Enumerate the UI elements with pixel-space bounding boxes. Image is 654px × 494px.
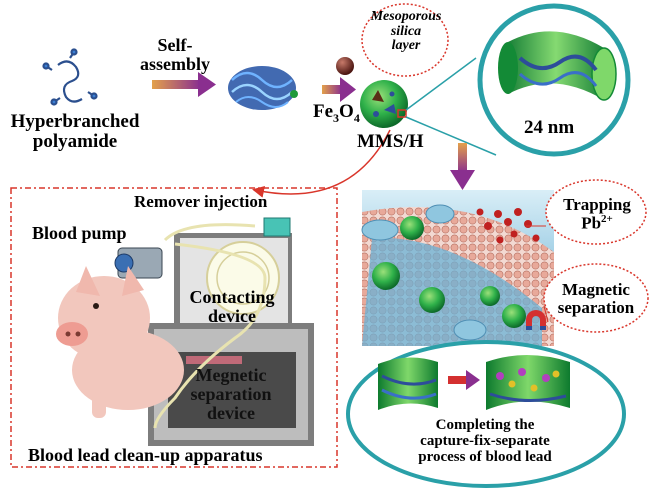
pig-icon xyxy=(56,266,184,418)
contacting-device-label: Contacting device xyxy=(176,288,288,326)
to-apparatus-arrow xyxy=(252,129,391,198)
down-arrow-icon xyxy=(450,143,475,190)
completing-line1: Completing the xyxy=(435,417,535,433)
mms-h-label: MMS/H xyxy=(357,131,424,152)
mesoporous-label: Mesoporous silica layer xyxy=(368,9,444,54)
size-label: 24 nm xyxy=(524,117,575,138)
self-assembly-label: Self- assembly xyxy=(140,36,210,74)
trapping-callout xyxy=(545,179,647,245)
contacting-device-box xyxy=(174,233,292,331)
fe3o4-o: O xyxy=(339,101,354,122)
fe3o4-sub1: 3 xyxy=(333,110,340,125)
mesoporous-line3: layer xyxy=(391,38,421,54)
blood-pump-icon xyxy=(114,247,163,279)
fe3o4-label: Fe3O4 xyxy=(313,101,360,125)
fe3o4-nanoparticle-icon xyxy=(336,57,354,75)
mesoporous-tube-icon xyxy=(498,31,617,101)
mesoporous-line1: Mesoporous xyxy=(370,9,442,24)
magnetic-sep-line2: separation xyxy=(557,297,635,317)
self-assembly-line2: assembly xyxy=(140,53,211,74)
trapping-line1: Trapping xyxy=(563,195,631,214)
magnetic-device-line1: Megnetic xyxy=(195,365,267,385)
fe3o4-fe: Fe xyxy=(313,101,334,122)
contacting-line2: device xyxy=(208,305,256,326)
completing-label: Completing the capture-fix-separate proc… xyxy=(380,417,590,465)
zoom-circle xyxy=(477,3,631,157)
assembled-polyamide-bundle-icon xyxy=(228,66,298,110)
apparatus-box xyxy=(10,187,338,468)
apparatus-label: Blood lead clean-up apparatus xyxy=(28,445,263,465)
cell-membrane-panel xyxy=(361,190,554,346)
magnetic-separation-device-box xyxy=(148,323,314,446)
remover-injection-pump xyxy=(263,217,291,237)
loading-arrow-icon xyxy=(322,77,356,102)
hyperbranched-label-line2: polyamide xyxy=(32,130,118,152)
magnetic-sep-line1: Magnetic xyxy=(562,280,630,299)
contacting-line1: Contacting xyxy=(189,287,275,307)
zoom-line-bottom xyxy=(405,116,497,156)
remover-injection-label: Remover injection xyxy=(134,192,268,211)
trapping-label: Trapping Pb2+ xyxy=(552,196,642,232)
magnetic-device-line2: separation xyxy=(190,383,272,404)
hyperbranched-label: Hyperbranched polyamide xyxy=(0,112,150,152)
fe3o4-sub2: 4 xyxy=(353,110,360,125)
self-assembly-line1: Self- xyxy=(157,35,193,55)
zoom-line-top xyxy=(405,57,477,111)
hyperbranched-label-line1: Hyperbranched xyxy=(10,111,140,132)
trapping-sup: 2+ xyxy=(601,212,613,225)
magnetic-device-label: Megnetic separation device xyxy=(164,366,298,423)
trapping-pb: Pb xyxy=(581,213,602,233)
magnetic-separation-label: Magnetic separation xyxy=(546,281,646,317)
self-assembly-arrow-icon xyxy=(152,72,216,97)
hyperbranched-molecule-icon xyxy=(42,48,98,106)
completing-line3: process of blood lead xyxy=(418,448,552,465)
mesoporous-callout xyxy=(361,3,449,77)
magnet-icon xyxy=(526,310,546,330)
mms-h-sphere-icon xyxy=(360,80,408,128)
magnetic-separation-callout xyxy=(543,263,649,333)
magnetic-pointer xyxy=(543,305,549,323)
completing-process-ellipse xyxy=(346,340,626,488)
mesoporous-line2: silica xyxy=(390,23,422,39)
trapping-line2: Pb2+ xyxy=(552,212,642,233)
blood-tubing xyxy=(153,223,267,429)
blood-pump-label: Blood pump xyxy=(32,223,127,243)
magnetic-device-line3: device xyxy=(207,402,255,423)
completing-line2: capture-fix-separate xyxy=(420,432,550,449)
